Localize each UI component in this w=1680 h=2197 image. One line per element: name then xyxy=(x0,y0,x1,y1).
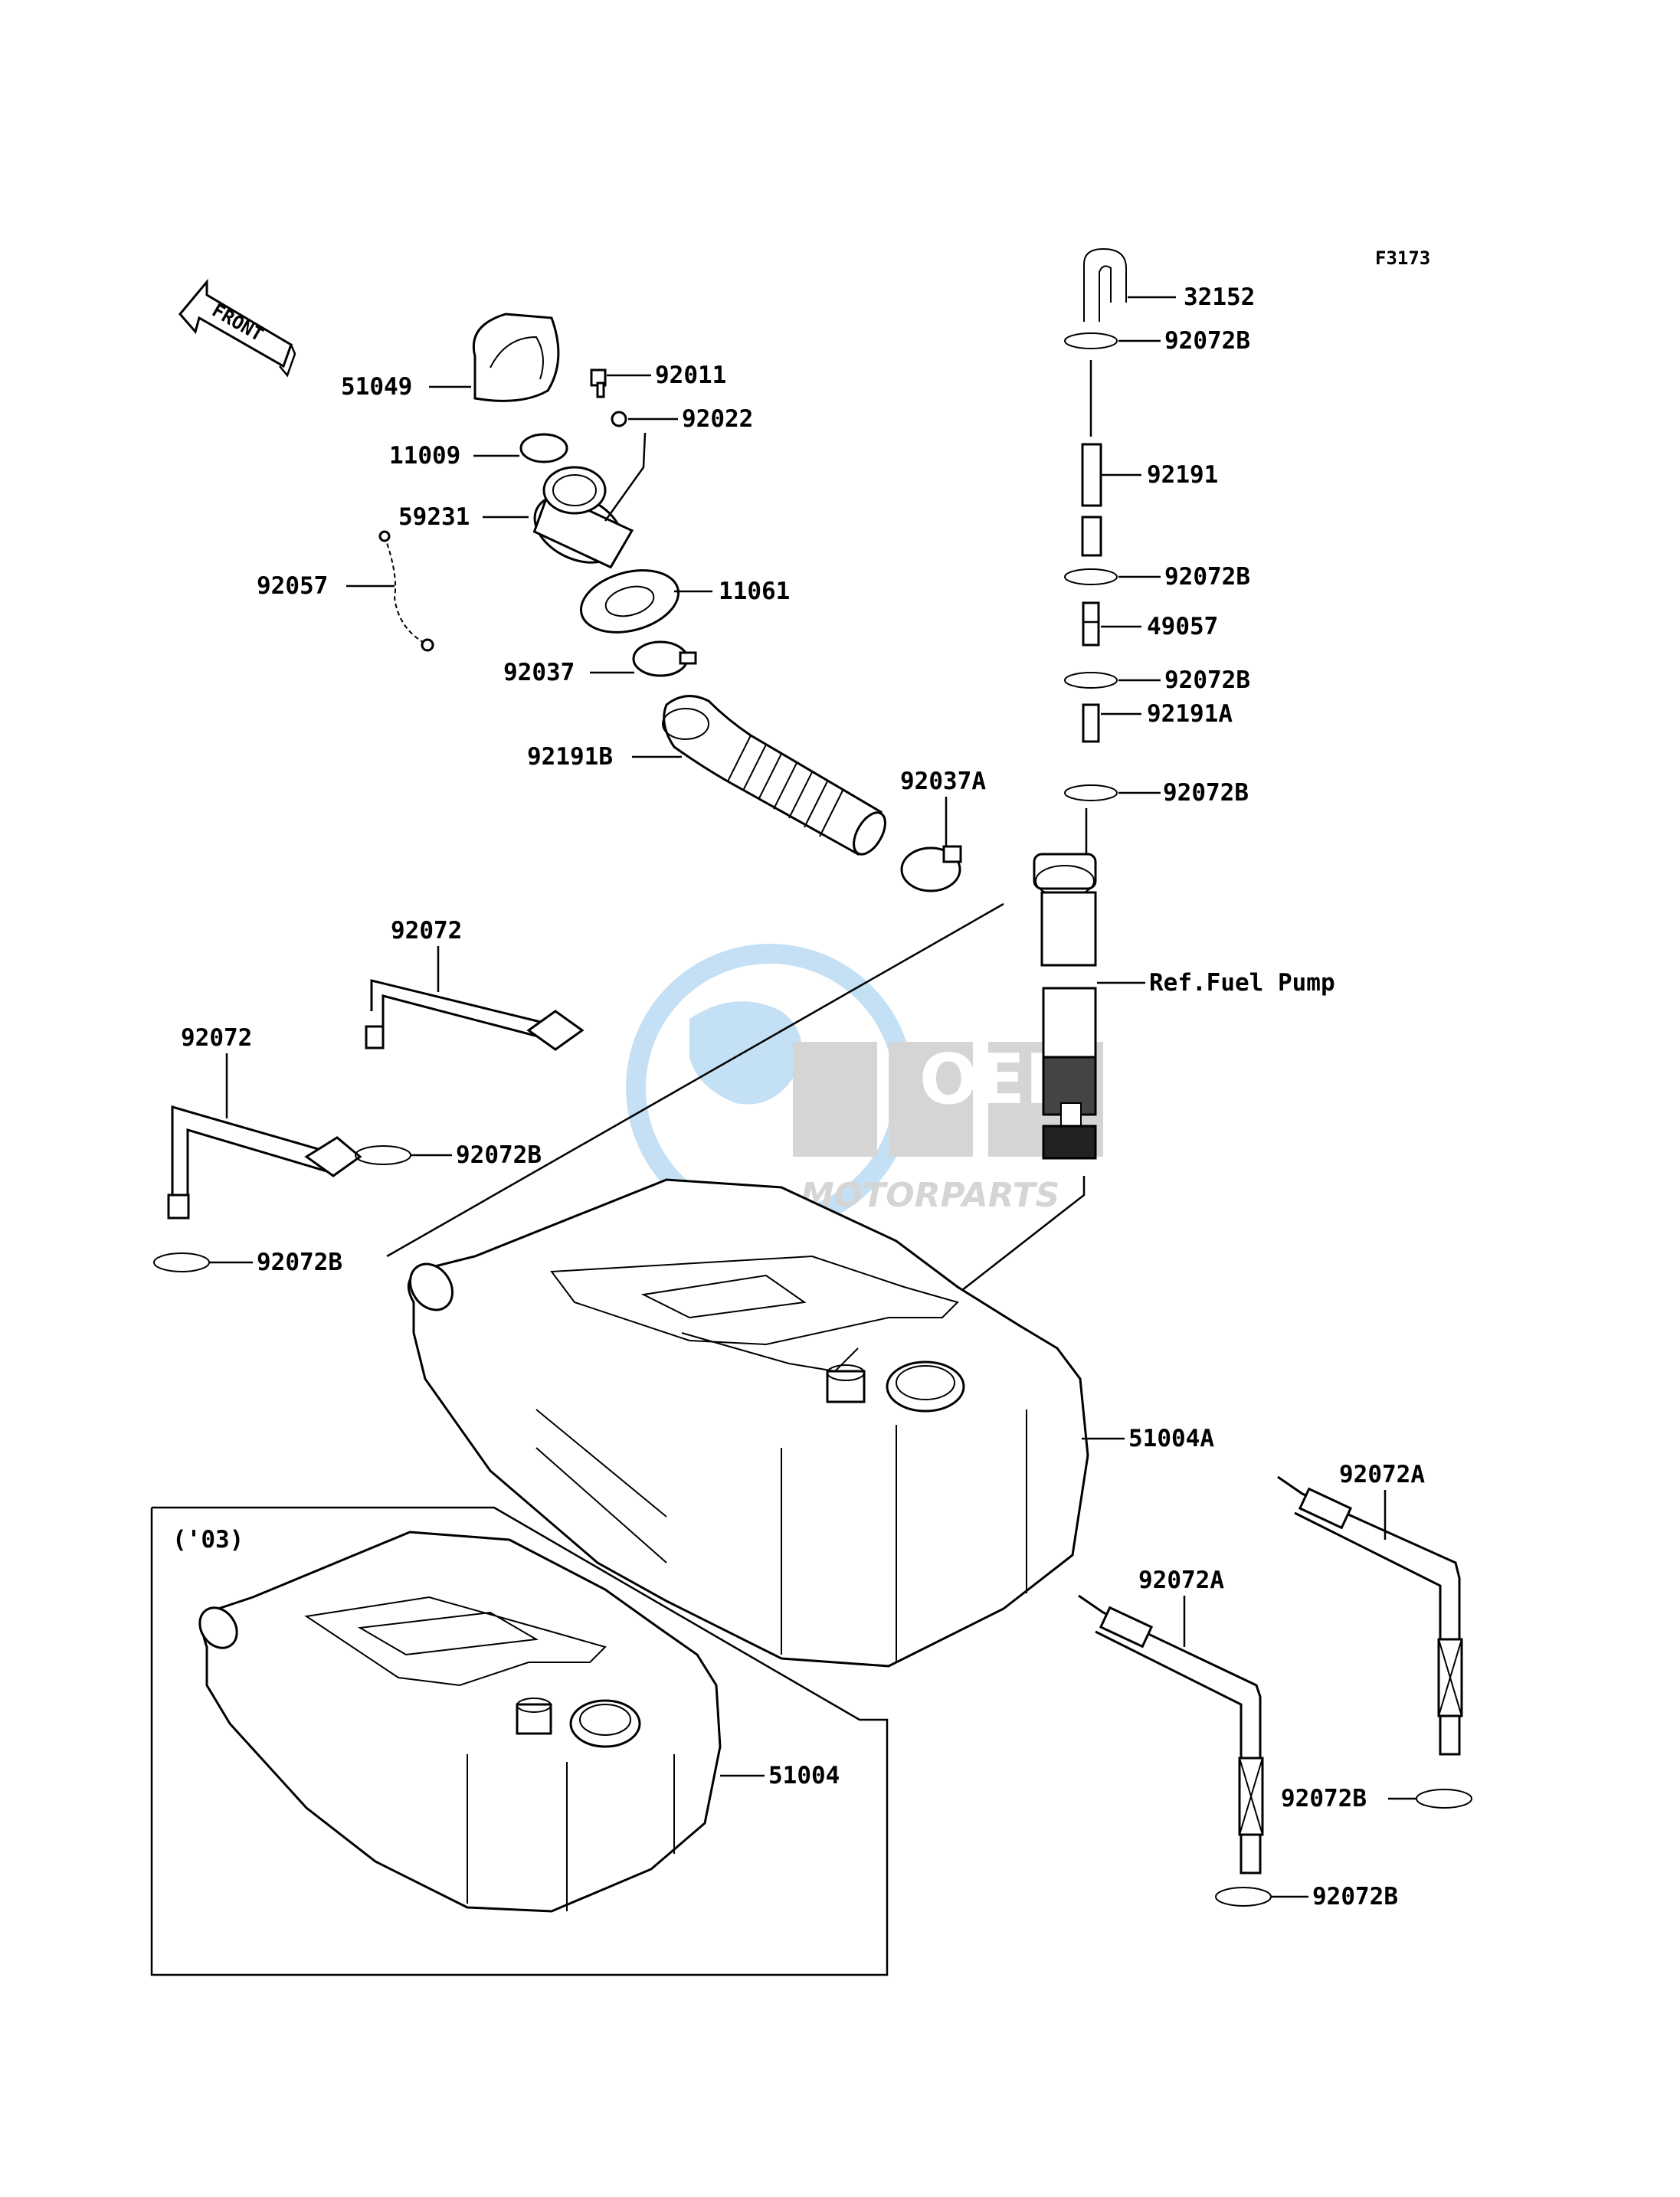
clamp-92037A xyxy=(900,845,962,892)
label-92011: 92011 xyxy=(655,362,726,389)
clamp-92072B-2 xyxy=(1064,568,1118,585)
label-92072B-5: 92072B xyxy=(456,1141,542,1169)
joint-49057 xyxy=(1082,601,1100,647)
clamp-92072B-1 xyxy=(1064,332,1118,349)
label-92072A-mid: 92072A xyxy=(1138,1567,1224,1594)
o-ring-11009 xyxy=(519,433,568,463)
year-box-label: ('03) xyxy=(172,1526,244,1554)
label-92072B-4: 92072B xyxy=(1163,779,1249,807)
hose-92191A xyxy=(1082,703,1100,743)
label-92057: 92057 xyxy=(257,572,328,600)
filler-neck-59231 xyxy=(532,432,647,569)
label-92072B-6: 92072B xyxy=(257,1249,342,1276)
label-92191B: 92191B xyxy=(527,743,613,771)
label-92072B-2: 92072B xyxy=(1164,563,1250,591)
label-92072A-right: 92072A xyxy=(1339,1461,1425,1488)
nut-92022 xyxy=(611,411,627,427)
label-51004: 51004 xyxy=(768,1762,840,1789)
clamp-92072B-6 xyxy=(153,1252,210,1272)
label-11009: 11009 xyxy=(389,442,460,470)
band-92072-top xyxy=(365,979,585,1051)
fuel-tank-51004A xyxy=(407,1178,1089,1668)
label-92072B-8: 92072B xyxy=(1312,1883,1398,1911)
cap-51049 xyxy=(472,313,560,402)
clamp-92072B-8 xyxy=(1215,1887,1272,1907)
clamp-92072B-4 xyxy=(1064,784,1118,801)
label-92072-left: 92072 xyxy=(181,1024,252,1052)
figure-code: F3173 xyxy=(1375,247,1430,269)
watermark-subtext: MOTORPARTS xyxy=(801,1176,1059,1215)
label-32152: 32152 xyxy=(1184,283,1255,311)
strap-92057 xyxy=(378,530,434,652)
label-92072B-1: 92072B xyxy=(1164,327,1250,355)
fuel-tank-51004 xyxy=(198,1531,722,1913)
clamp-92072B-5 xyxy=(355,1145,411,1165)
label-92072-top: 92072 xyxy=(391,917,462,945)
fuel-pump xyxy=(1033,808,1097,1160)
hose-32152 xyxy=(1083,247,1127,322)
gasket-11061 xyxy=(579,569,680,634)
label-51004A: 51004A xyxy=(1128,1425,1214,1452)
clamp-92037 xyxy=(632,640,697,677)
label-92072B-7: 92072B xyxy=(1281,1785,1367,1812)
label-49057: 49057 xyxy=(1147,613,1218,640)
label-59231: 59231 xyxy=(398,503,470,531)
label-92191A: 92191A xyxy=(1147,700,1233,728)
label-ref-fuel-pump: Ref.Fuel Pump xyxy=(1149,969,1335,997)
front-arrow-icon: FRONT xyxy=(178,278,296,378)
watermark-logo: OEM MOTORPARTS xyxy=(626,944,1103,1232)
label-51049: 51049 xyxy=(341,373,412,401)
bolt-92011 xyxy=(590,368,607,398)
clamp-92072B-7 xyxy=(1416,1789,1472,1809)
band-92072A-right xyxy=(1277,1475,1463,1756)
label-92022: 92022 xyxy=(682,405,753,433)
year-03-box: ('03) xyxy=(150,1506,889,1976)
band-92072-left xyxy=(167,1105,362,1220)
hose-92191 xyxy=(1081,443,1102,557)
label-92037A: 92037A xyxy=(900,768,986,795)
band-92072A-mid xyxy=(1078,1594,1264,1874)
label-92072B-3: 92072B xyxy=(1164,666,1250,694)
hose-92191B xyxy=(662,695,886,856)
label-92037: 92037 xyxy=(503,659,575,686)
label-11061: 11061 xyxy=(719,578,790,605)
label-92191: 92191 xyxy=(1147,461,1218,489)
clamp-92072B-3 xyxy=(1064,672,1118,689)
